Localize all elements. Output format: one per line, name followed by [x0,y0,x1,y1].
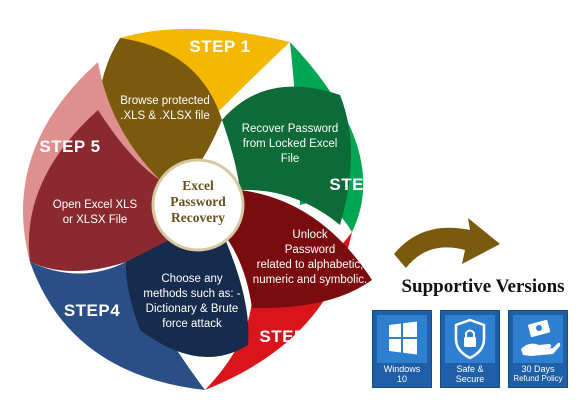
step-2-inner [222,86,351,226]
center-title-line3: Recovery [171,210,225,225]
step-5-desc-line: or XLSX File [63,214,128,226]
step-3-desc-line: related to alphabetic, [257,259,364,271]
step-4-inner [125,232,249,357]
step-3-outer [205,232,352,390]
badge-caption-line: Refund Policy [513,374,563,383]
badge-caption: Safe & Secure [441,364,499,384]
badge-caption: Windows 10 [373,364,431,384]
step-2-label: STEP 2 [329,175,380,194]
step-1-desc-line: Browse protected [120,95,210,107]
step-4-desc-line: Choose any [161,273,223,285]
step-3-desc-line: numeric and symbolic. [253,274,367,286]
curved-arrow-icon [394,218,500,268]
step-4-desc-line: methods such as: - [143,288,240,300]
windows-10-badge: Windows 10 [372,310,432,388]
step-1-label: STEP 1 [189,37,250,56]
step-2-segment [222,42,364,232]
badge-caption-line: Windows [383,364,421,374]
step-4-label: STEP4 [64,301,120,320]
supportive-versions-title: Supportive Versions [401,276,565,297]
step-5-segment [22,62,186,271]
badge-caption-line: 30 Days [521,364,555,374]
step-5-label: STEP 5 [39,137,100,156]
center-title-line1: Excel [182,178,214,193]
step-4-description: Choose any methods such as: - Dictionary… [143,273,240,330]
badge-caption-line: Secure [455,374,485,384]
badge-caption: 30 Days Refund Policy [509,364,567,384]
step-4-desc-line: force attack [162,318,222,330]
step-2-desc-line: Recover Password [242,123,339,135]
center-circle [158,165,238,245]
step-4-desc-line: Dictionary & Brute [146,303,239,315]
step-3-label: STEP 3 [259,327,320,346]
badge-caption-line: 10 [396,374,407,384]
step-2-desc-line: File [281,153,300,165]
step-4-segment [30,232,249,390]
step-3-description: Unlock Password related to alphabetic, n… [253,229,367,286]
badge-background [377,315,427,363]
step-3-desc-line: Password [285,244,336,256]
safe-secure-badge: Safe & Secure [440,310,500,388]
refund-icon [521,319,561,356]
step-1-description: Browse protected .XLS & .XLSX file [120,95,210,122]
badge-caption-line: Safe & [456,364,484,374]
step-5-inner [28,110,186,271]
step-5-description: Open Excel XLS or XLSX File [53,199,138,226]
step-3-segment [205,190,372,390]
step-3-desc-line: Unlock [292,229,327,241]
recovery-steps-wheel: Excel Password Recovery STEP 1 STEP 2 ST… [22,28,380,390]
step-2-description: Recover Password from Locked Excel File [242,123,339,165]
step-4-outer [30,262,205,390]
step-2-desc-line: from Locked Excel [243,138,338,150]
step-1-desc-line: .XLS & .XLSX file [120,110,210,122]
step-5-desc-line: Open Excel XLS [53,199,138,211]
step-3-inner [222,190,372,309]
windows-icon [389,321,417,355]
refund-policy-badge: 30 Days Refund Policy [508,310,568,388]
version-badges: Windows 10 Safe & Secure 30 Days Refund … [372,310,572,390]
lock-icon [454,318,486,360]
center-title-line2: Password [170,194,226,209]
